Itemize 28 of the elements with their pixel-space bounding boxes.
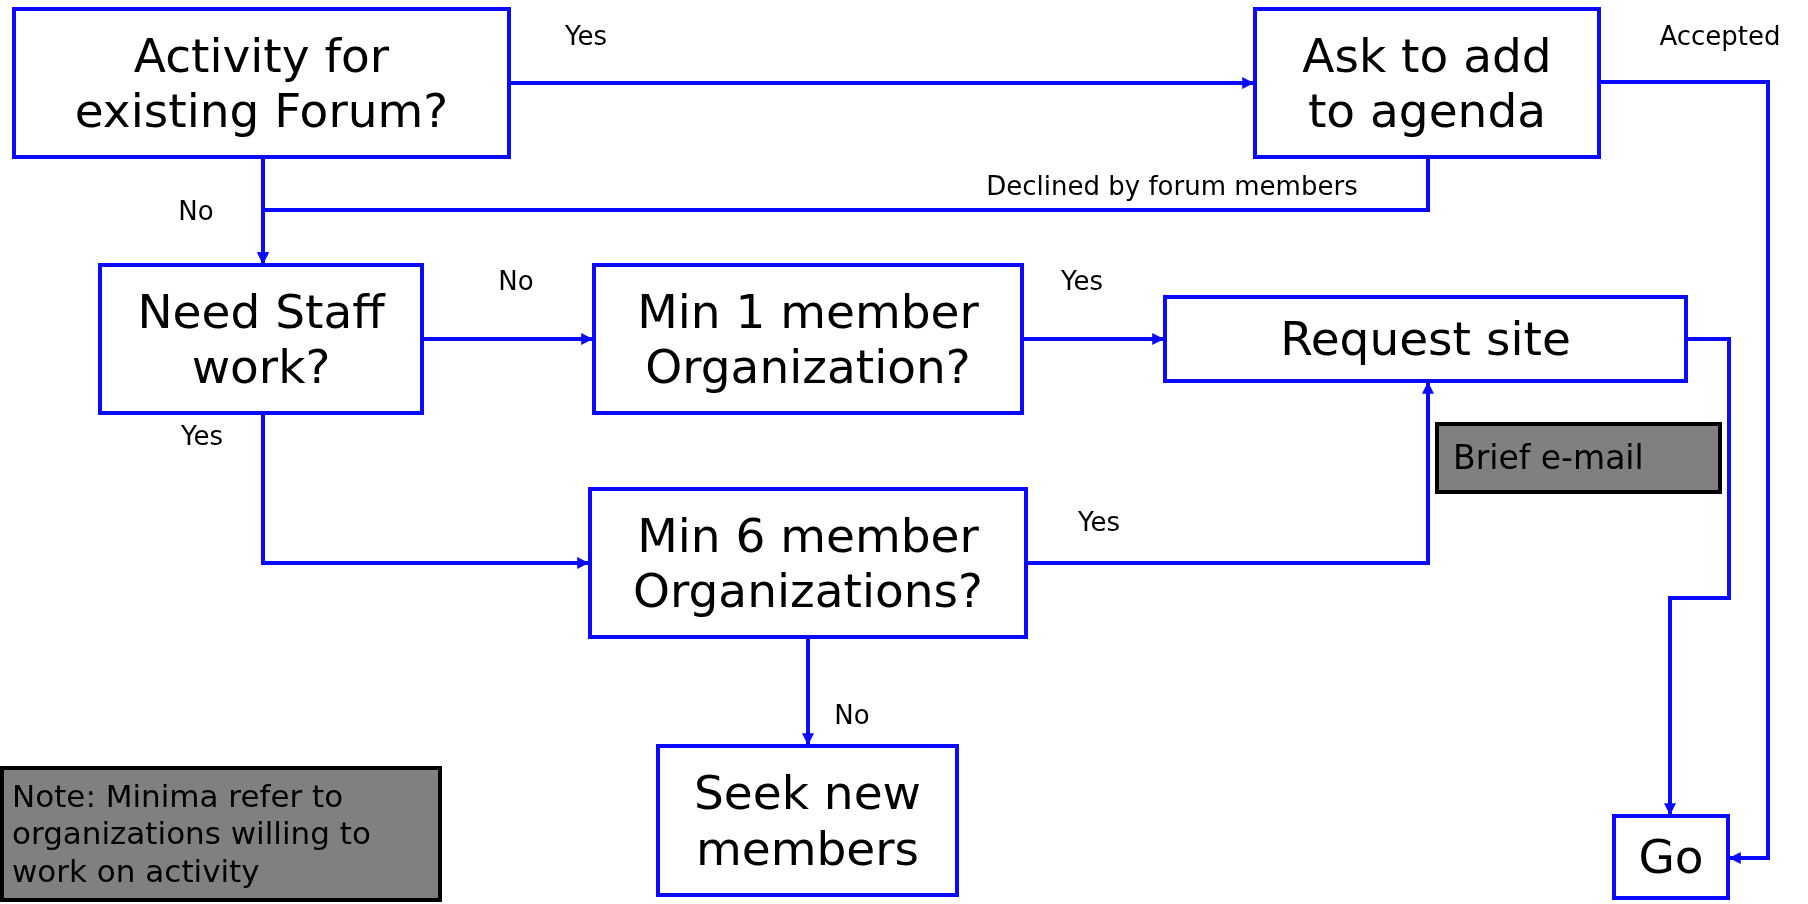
note-box — [0, 766, 442, 902]
arrow — [1028, 381, 1434, 565]
decision-box — [588, 487, 1028, 639]
decision-box — [12, 7, 511, 159]
node-text: Go — [1638, 829, 1704, 885]
arrow — [511, 77, 1255, 89]
arrow — [1024, 333, 1165, 345]
arrow — [424, 333, 594, 345]
node-text: Request site — [1280, 311, 1571, 367]
decision-box — [98, 263, 424, 415]
node-text: Brief e-mail — [1453, 438, 1644, 478]
node-text: Min 1 member Organization? — [636, 283, 980, 395]
note-box — [1435, 422, 1722, 494]
node-text: Min 6 member Organizations? — [632, 507, 984, 619]
node-text: Note: Minima refer to organizations willing to work on activity — [12, 778, 372, 890]
process-box — [1163, 295, 1688, 383]
arrow — [802, 639, 814, 746]
node-text: Ask to add to agenda — [1301, 27, 1553, 139]
arrow — [1664, 337, 1731, 816]
arrow — [261, 415, 590, 569]
node-text: Need Staff work? — [136, 283, 387, 395]
node-text: Seek new members — [693, 765, 922, 876]
process-box — [656, 744, 959, 897]
process-box — [1253, 7, 1601, 159]
arrow — [1601, 80, 1770, 864]
node-text: Activity for existing Forum? — [73, 27, 450, 139]
decision-box — [592, 263, 1024, 415]
process-box — [1612, 814, 1730, 900]
